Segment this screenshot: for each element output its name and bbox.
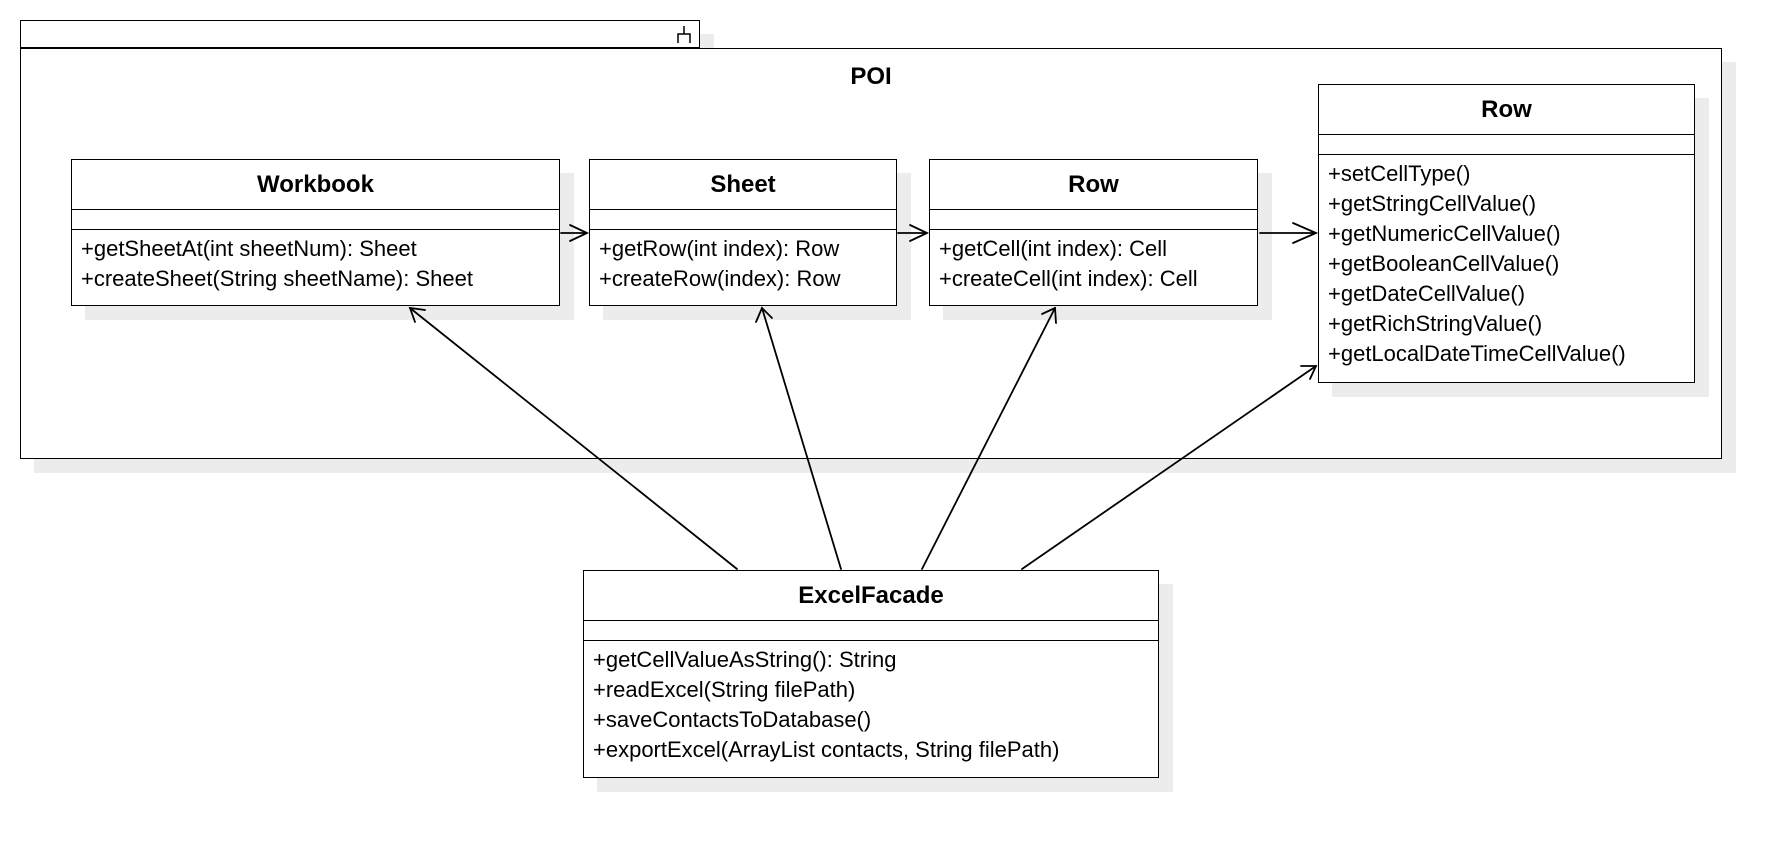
method-item: +getSheetAt(int sheetNum): Sheet: [81, 236, 417, 261]
method-item: +getNumericCellValue(): [1328, 221, 1561, 246]
method-item: +setCellType(): [1328, 161, 1471, 186]
class-excel-facade[interactable]: ExcelFacade +getCellValueAsString(): Str…: [583, 570, 1159, 778]
methods-compartment: +getSheetAt(int sheetNum): Sheet +create…: [72, 230, 559, 294]
attributes-compartment: [590, 210, 896, 230]
method-item: +getRichStringValue(): [1328, 311, 1543, 336]
method-item: +getCell(int index): Cell: [939, 236, 1168, 261]
method-item: +getRow(int index): Row: [599, 236, 840, 261]
methods-compartment: +getRow(int index): Row +createRow(index…: [590, 230, 896, 294]
method-item: +saveContactsToDatabase(): [593, 707, 872, 732]
method-item: +createCell(int index): Cell: [939, 266, 1198, 291]
class-name: ExcelFacade: [584, 571, 1158, 621]
class-name: Row: [1319, 85, 1694, 135]
class-row-cell-methods[interactable]: Row +setCellType() +getStringCellValue()…: [1318, 84, 1695, 383]
package-title: POI: [850, 63, 892, 90]
class-row[interactable]: Row +getCell(int index): Cell +createCel…: [929, 159, 1258, 306]
method-item: +createRow(index): Row: [599, 266, 841, 291]
method-item: +getBooleanCellValue(): [1328, 251, 1560, 276]
attributes-compartment: [584, 621, 1158, 641]
class-sheet[interactable]: Sheet +getRow(int index): Row +createRow…: [589, 159, 897, 306]
class-name: Workbook: [72, 160, 559, 210]
attributes-compartment: [930, 210, 1257, 230]
method-item: +readExcel(String filePath): [593, 677, 856, 702]
method-item: +exportExcel(ArrayList contacts, String …: [593, 737, 1060, 762]
methods-compartment: +setCellType() +getStringCellValue() +ge…: [1319, 155, 1694, 369]
method-item: +createSheet(String sheetName): Sheet: [81, 266, 473, 291]
package-tab: [20, 20, 700, 48]
attributes-compartment: [72, 210, 559, 230]
method-item: +getLocalDateTimeCellValue(): [1328, 341, 1626, 366]
class-name: Row: [930, 160, 1257, 210]
method-item: +getDateCellValue(): [1328, 281, 1526, 306]
methods-compartment: +getCell(int index): Cell +createCell(in…: [930, 230, 1257, 294]
class-workbook[interactable]: Workbook +getSheetAt(int sheetNum): Shee…: [71, 159, 560, 306]
attributes-compartment: [1319, 135, 1694, 155]
class-name: Sheet: [590, 160, 896, 210]
method-item: +getStringCellValue(): [1328, 191, 1537, 216]
methods-compartment: +getCellValueAsString(): String +readExc…: [584, 641, 1158, 765]
package-icon: [677, 26, 691, 43]
method-item: +getCellValueAsString(): String: [593, 647, 897, 672]
